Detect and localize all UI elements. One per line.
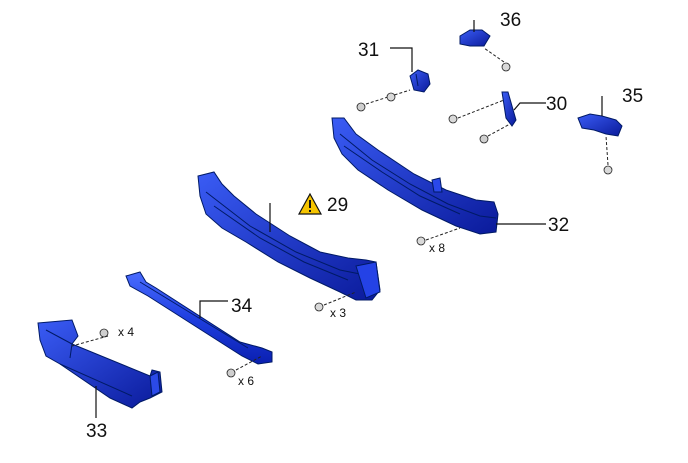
part-33-lower-cover <box>37 319 163 409</box>
leader-lines <box>95 20 603 418</box>
fastener-nut-33 <box>71 328 109 347</box>
callout-36: 36 <box>500 10 521 31</box>
qty-label-33: x 4 <box>118 325 134 339</box>
callout-32: 32 <box>548 215 569 236</box>
part-35-bracket <box>577 113 623 137</box>
fastener-nut-31a <box>356 89 411 112</box>
callout-29: 29 <box>327 195 348 216</box>
fastener-nut-30b <box>479 123 511 144</box>
fastener-nut-34 <box>226 355 263 378</box>
fastener-bolt-30a <box>448 99 505 124</box>
fastener-bolt-31b <box>386 92 396 102</box>
fastener-bolt-35 <box>603 135 613 175</box>
part-29-main-bracket <box>197 171 381 301</box>
fastener-bolt-36 <box>483 47 511 72</box>
callout-34: 34 <box>231 296 253 317</box>
warning-triangle-icon <box>297 192 323 215</box>
callout-35: 35 <box>622 86 643 107</box>
part-31-bracket <box>409 69 431 93</box>
part-36-bracket <box>459 29 491 47</box>
callout-30: 30 <box>546 94 567 115</box>
part-34-retainer-bar <box>125 271 273 365</box>
qty-label-32: x 8 <box>429 241 445 255</box>
qty-label-29: x 3 <box>330 306 346 320</box>
fastener-bolt-29 <box>314 291 357 312</box>
part-30-bracket <box>501 91 517 127</box>
fastener-bolt-32 <box>416 227 461 246</box>
qty-label-34: x 6 <box>238 374 254 388</box>
callout-31: 31 <box>358 40 379 61</box>
callout-33: 33 <box>86 421 107 442</box>
part-32-bumper-reinforcement <box>331 117 499 235</box>
